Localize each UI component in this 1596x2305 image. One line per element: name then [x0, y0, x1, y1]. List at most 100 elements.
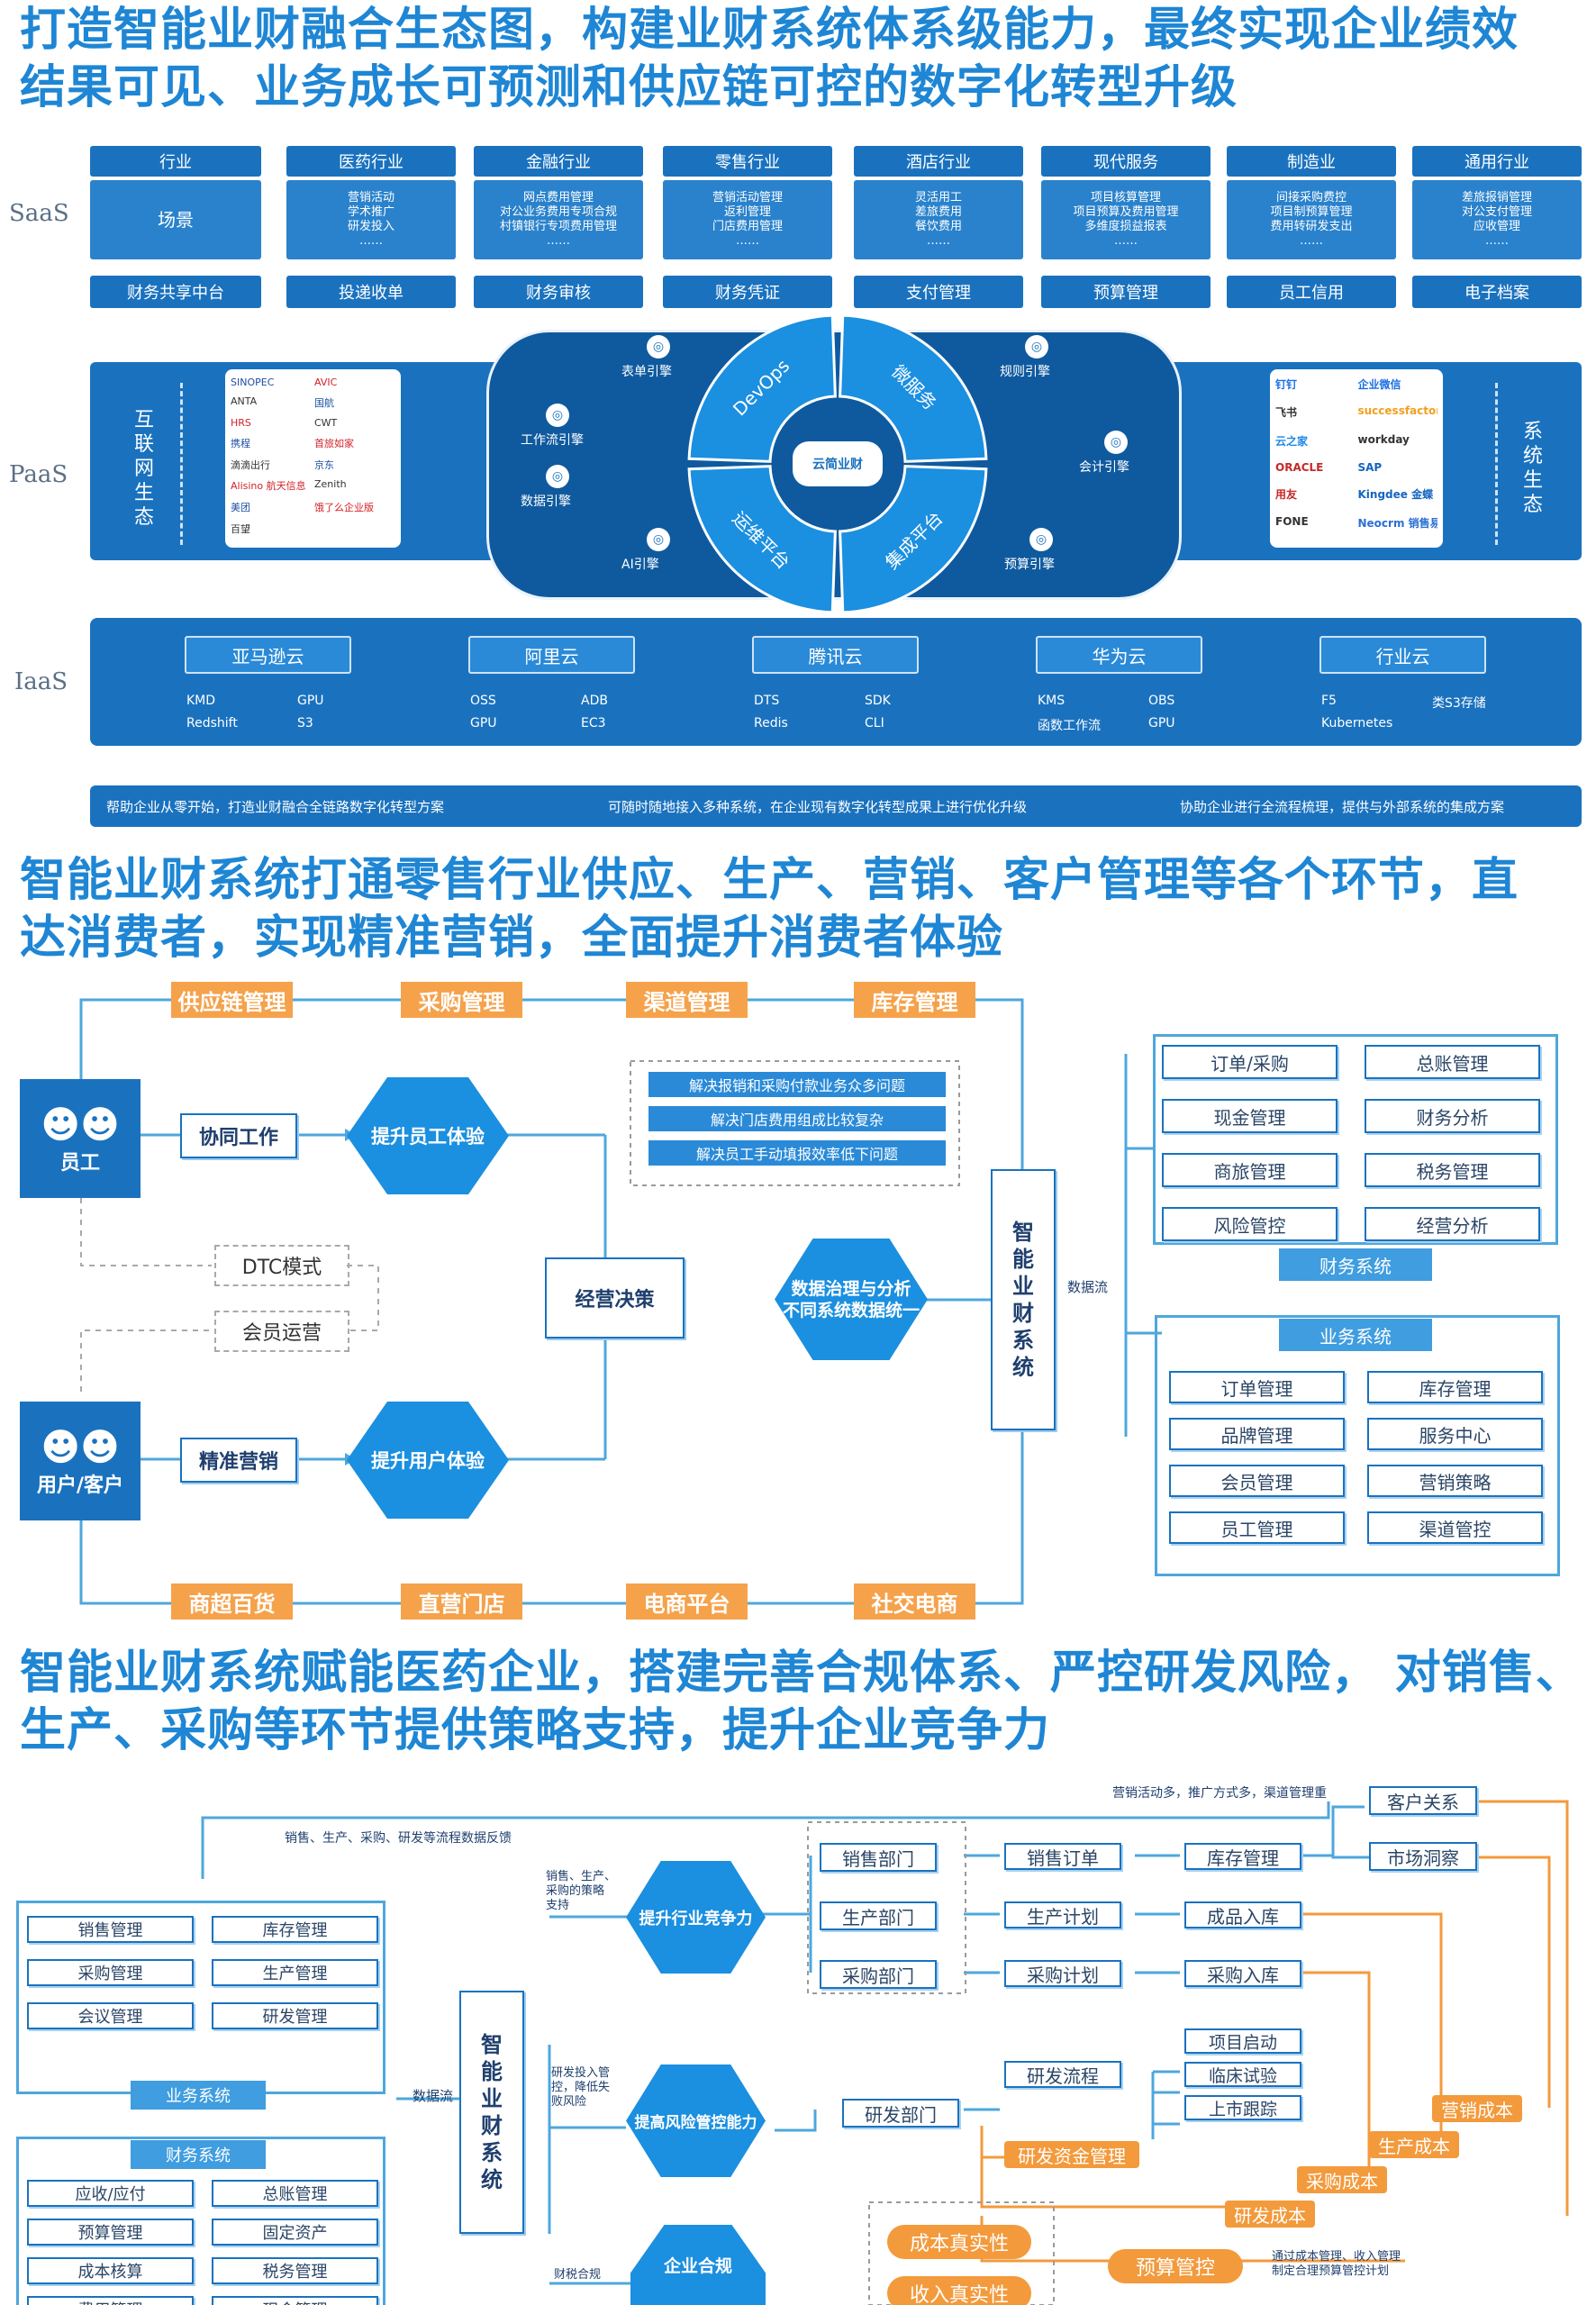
industry-title: 医药行业: [286, 146, 456, 177]
cloud-item: ADB: [581, 694, 608, 708]
cost-marketing: 营销成本: [1432, 2095, 1522, 2122]
supply-box: 库存管理: [854, 982, 975, 1018]
pharma-finance-item: 成本核算: [27, 2257, 194, 2284]
internet-logo: Alisino 航天信息: [231, 480, 306, 493]
marketing-note: 营销活动多，推广方式多，渠道管理重: [1112, 1786, 1327, 1801]
cloud-title: 阿里云: [468, 636, 635, 674]
finance-item: 订单/采购: [1162, 1045, 1338, 1079]
pharma-finance-item: 总账管理: [212, 2180, 378, 2207]
internet-logo: CWT: [314, 416, 338, 429]
pharma-business-item: 采购管理: [27, 1959, 194, 1986]
pharma-stock-box: 成品入库: [1184, 1901, 1301, 1928]
cloud-item: Redis: [754, 716, 788, 731]
employee-box: ☻☻员工: [20, 1079, 141, 1198]
internet-logo: 国航: [314, 396, 334, 409]
pharma-note-3: 财税合规: [554, 2268, 602, 2282]
people-icon: ☻☻: [41, 1424, 120, 1469]
pharma-core-box: 智 能 业 财 系 统: [459, 1991, 524, 2234]
heading-3: 智能业财系统赋能医药企业，搭建完善合规体系、严控研发风险， 对销售、生产、采购等…: [20, 1647, 1582, 1757]
internet-logo: 京东: [314, 458, 334, 471]
engine-icon: ◎: [1029, 528, 1053, 551]
cloud-item: KMD: [186, 694, 216, 708]
system-logo: 用友: [1275, 488, 1298, 502]
industry-title: 通用行业: [1412, 146, 1582, 177]
bullet-text: 帮助企业从零开始，打造业财融合全链路数字化转型方案: [106, 799, 445, 815]
engine-label: AI引擎: [621, 558, 659, 572]
internet-eco-label: 互 联 网 生 态: [133, 408, 154, 529]
rd-step-box: 上市跟踪: [1184, 2095, 1301, 2120]
cost-production: 生产成本: [1369, 2131, 1459, 2158]
cost-rd: 研发成本: [1225, 2201, 1315, 2228]
cloud-item: S3: [297, 716, 313, 731]
cloud-item: EC3: [581, 716, 606, 731]
industry-scenes: 网点费用管理 对公业务费用专项合规 村镇银行专项费用管理 ……: [474, 180, 643, 259]
internet-logo: 饿了么企业版: [314, 502, 374, 514]
business-item: 服务中心: [1367, 1418, 1543, 1450]
industry-scenes: 差旅报销管理 对公支付管理 应收管理 ……: [1412, 180, 1582, 259]
ring-segment: [687, 313, 837, 463]
internet-logo: 首旅如家: [314, 437, 354, 449]
cloud-item: GPU: [470, 716, 497, 731]
cloud-item: OBS: [1148, 694, 1175, 708]
ring-segment: [839, 313, 988, 463]
engine-icon: ◎: [1104, 431, 1128, 454]
heading-2: 智能业财系统打通零售行业供应、生产、营销、客户管理等各个环节，直达消费者，实现精…: [20, 854, 1519, 965]
supply-box: 供应链管理: [171, 982, 293, 1018]
pharma-stock-box: 采购入库: [1184, 1960, 1301, 1987]
system-logo: ORACLE: [1275, 460, 1324, 474]
customer-box: ☻☻用户/客户: [20, 1402, 141, 1520]
system-logo: 云之家: [1275, 434, 1309, 448]
saas-module: 电子档案: [1412, 276, 1582, 308]
system-logo: FONE: [1275, 514, 1309, 528]
ring-segment: [839, 465, 988, 614]
business-item: 订单管理: [1169, 1371, 1345, 1403]
internet-logo: Zenith: [314, 478, 347, 491]
engine-icon: ◎: [546, 465, 569, 488]
finance-item: 财务分析: [1365, 1099, 1540, 1133]
channel-box: 商超百货: [171, 1584, 293, 1620]
heading-1: 打造智能业财融合生态图，构建业财系统体系级能力，最终实现企业绩效结果可见、业务成…: [20, 4, 1519, 114]
engine-icon: ◎: [1025, 335, 1048, 358]
pharma-stock-box: 库存管理: [1184, 1843, 1301, 1870]
business-system-title: 业务系统: [1279, 1319, 1432, 1351]
supply-box: 采购管理: [401, 982, 522, 1018]
cloud-item: CLI: [865, 716, 884, 731]
engine-label: 规则引擎: [1000, 365, 1050, 379]
channel-box: 社交电商: [854, 1584, 975, 1620]
industry-scenes: 营销活动管理 返利管理 门店费用管理 ……: [663, 180, 832, 259]
internet-logo: AVIC: [314, 377, 338, 388]
pharma-business-item: 生产管理: [212, 1959, 378, 1986]
cloud-title: 亚马逊云: [185, 636, 351, 674]
finance-system-frame: [1153, 1034, 1558, 1245]
pharma-plan-box: 研发流程: [1004, 2061, 1121, 2088]
ring-segment: [687, 465, 837, 614]
engine-label: 预算引擎: [1004, 558, 1055, 572]
pharma-finance-item: 应收/应付: [27, 2180, 194, 2207]
system-logo: SAP: [1357, 460, 1383, 474]
system-logo: successfactors: [1357, 404, 1438, 418]
saas-module: 投递收单: [286, 276, 456, 308]
department-box: 采购部门: [820, 1960, 937, 1989]
pharma-finance-title: 财务系统: [131, 2140, 266, 2169]
industry-scenes: 营销活动 学术推广 研发投入 ……: [286, 180, 456, 259]
customer-relation-box: 客户关系: [1369, 1786, 1477, 1815]
cloud-item: GPU: [1148, 716, 1175, 731]
pharma-plan-box: 生产计划: [1004, 1901, 1121, 1928]
cloud-item: DTS: [754, 694, 780, 708]
finance-item: 商旅管理: [1162, 1153, 1338, 1187]
saas-module: 预算管理: [1041, 276, 1211, 308]
system-logo: workday: [1357, 432, 1410, 446]
industry-title: 金融行业: [474, 146, 643, 177]
industry-scenes: 间接采购费控 项目制预算管理 费用转研发支出 ……: [1227, 180, 1396, 259]
revenue-authenticity: 收入真实性: [887, 2276, 1031, 2305]
industry-scenes: 项目核算管理 项目预算及费用管理 多维度损益报表 ……: [1041, 180, 1211, 259]
pharma-plan-box: 销售订单: [1004, 1843, 1121, 1870]
precise-marketing-box: 精准营销: [180, 1438, 297, 1483]
department-box: 研发部门: [842, 2099, 959, 2128]
internet-logo: 携程: [231, 437, 250, 449]
business-item: 渠道管控: [1367, 1511, 1543, 1544]
business-item: 会员管理: [1169, 1465, 1345, 1497]
engine-icon: ◎: [546, 404, 569, 427]
finance-system-title: 财务系统: [1279, 1248, 1432, 1281]
pharma-business-item: 研发管理: [212, 2002, 378, 2029]
